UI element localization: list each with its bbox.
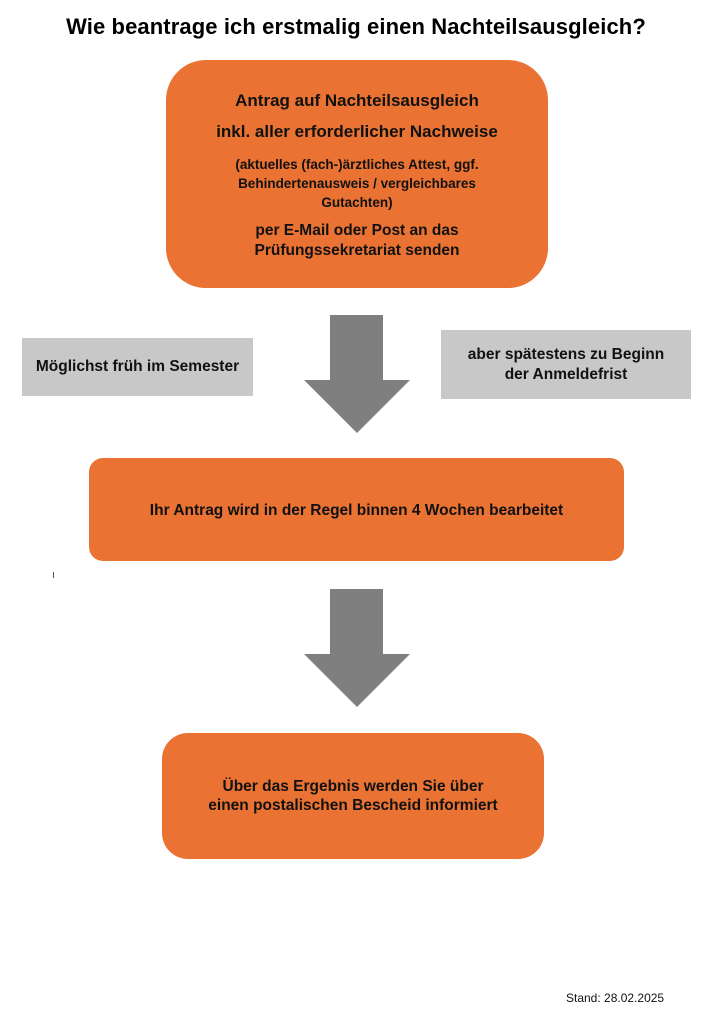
step-1-box: Antrag auf Nachteilsausgleich inkl. alle… <box>166 60 548 288</box>
step-1-line-2: inkl. aller erforderlicher Nachweise <box>216 121 498 141</box>
down-arrow-icon <box>304 315 410 433</box>
step-2-box: Ihr Antrag wird in der Regel binnen 4 Wo… <box>89 458 624 561</box>
timing-note-left-text: Möglichst früh im Semester <box>35 358 240 375</box>
step-2-text: Ihr Antrag wird in der Regel binnen 4 Wo… <box>149 501 564 519</box>
step-3-box: Über das Ergebnis werden Sie über einen … <box>162 733 544 859</box>
timing-note-right-text: aber spätestens zu Beginn der Anmeldefri… <box>467 345 665 383</box>
down-arrow-icon <box>304 589 410 707</box>
step-3-text: Über das Ergebnis werden Sie über einen … <box>208 778 498 814</box>
page-title: Wie beantrage ich erstmalig einen Nachte… <box>66 14 646 39</box>
step-1-send: per E-Mail oder Post an das Prüfungssekr… <box>254 221 460 259</box>
timing-note-right: aber spätestens zu Beginn der Anmeldefri… <box>441 330 691 399</box>
footer-date: Stand: 28.02.2025 <box>566 991 665 1005</box>
stray-mark <box>53 572 54 578</box>
step-1-line-1: Antrag auf Nachteilsausgleich <box>235 90 479 110</box>
timing-note-left: Möglichst früh im Semester <box>22 338 253 396</box>
step-1-details: (aktuelles (fach-)ärztliches Attest, ggf… <box>235 156 479 210</box>
